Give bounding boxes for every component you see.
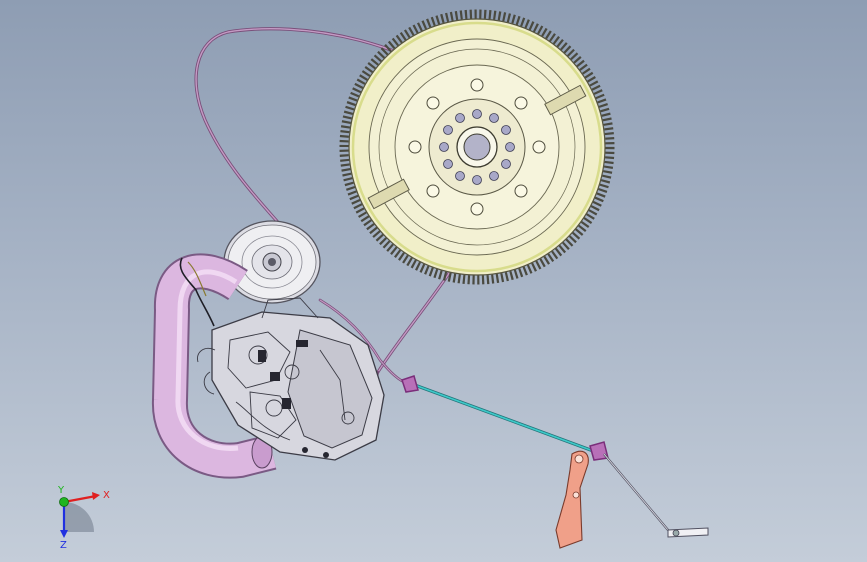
z-axis-arrowhead [60,530,68,538]
y-axis-label: Y [57,485,65,496]
intake-pipe[interactable] [152,253,277,479]
idler-pulley[interactable] [223,220,321,304]
z-axis-label: Z [60,540,67,550]
orientation-triad[interactable]: X Y Z [40,480,120,550]
engine-block[interactable] [179,257,385,461]
pedal-bracket[interactable] [555,450,589,549]
y-axis-dot [59,497,69,507]
tie-rod[interactable] [401,375,709,538]
x-axis-label: X [103,490,110,501]
flywheel-ring-gear[interactable] [339,9,615,285]
triad-plane [64,502,94,532]
x-axis-arrow [63,494,97,504]
x-axis-arrowhead [92,492,100,500]
